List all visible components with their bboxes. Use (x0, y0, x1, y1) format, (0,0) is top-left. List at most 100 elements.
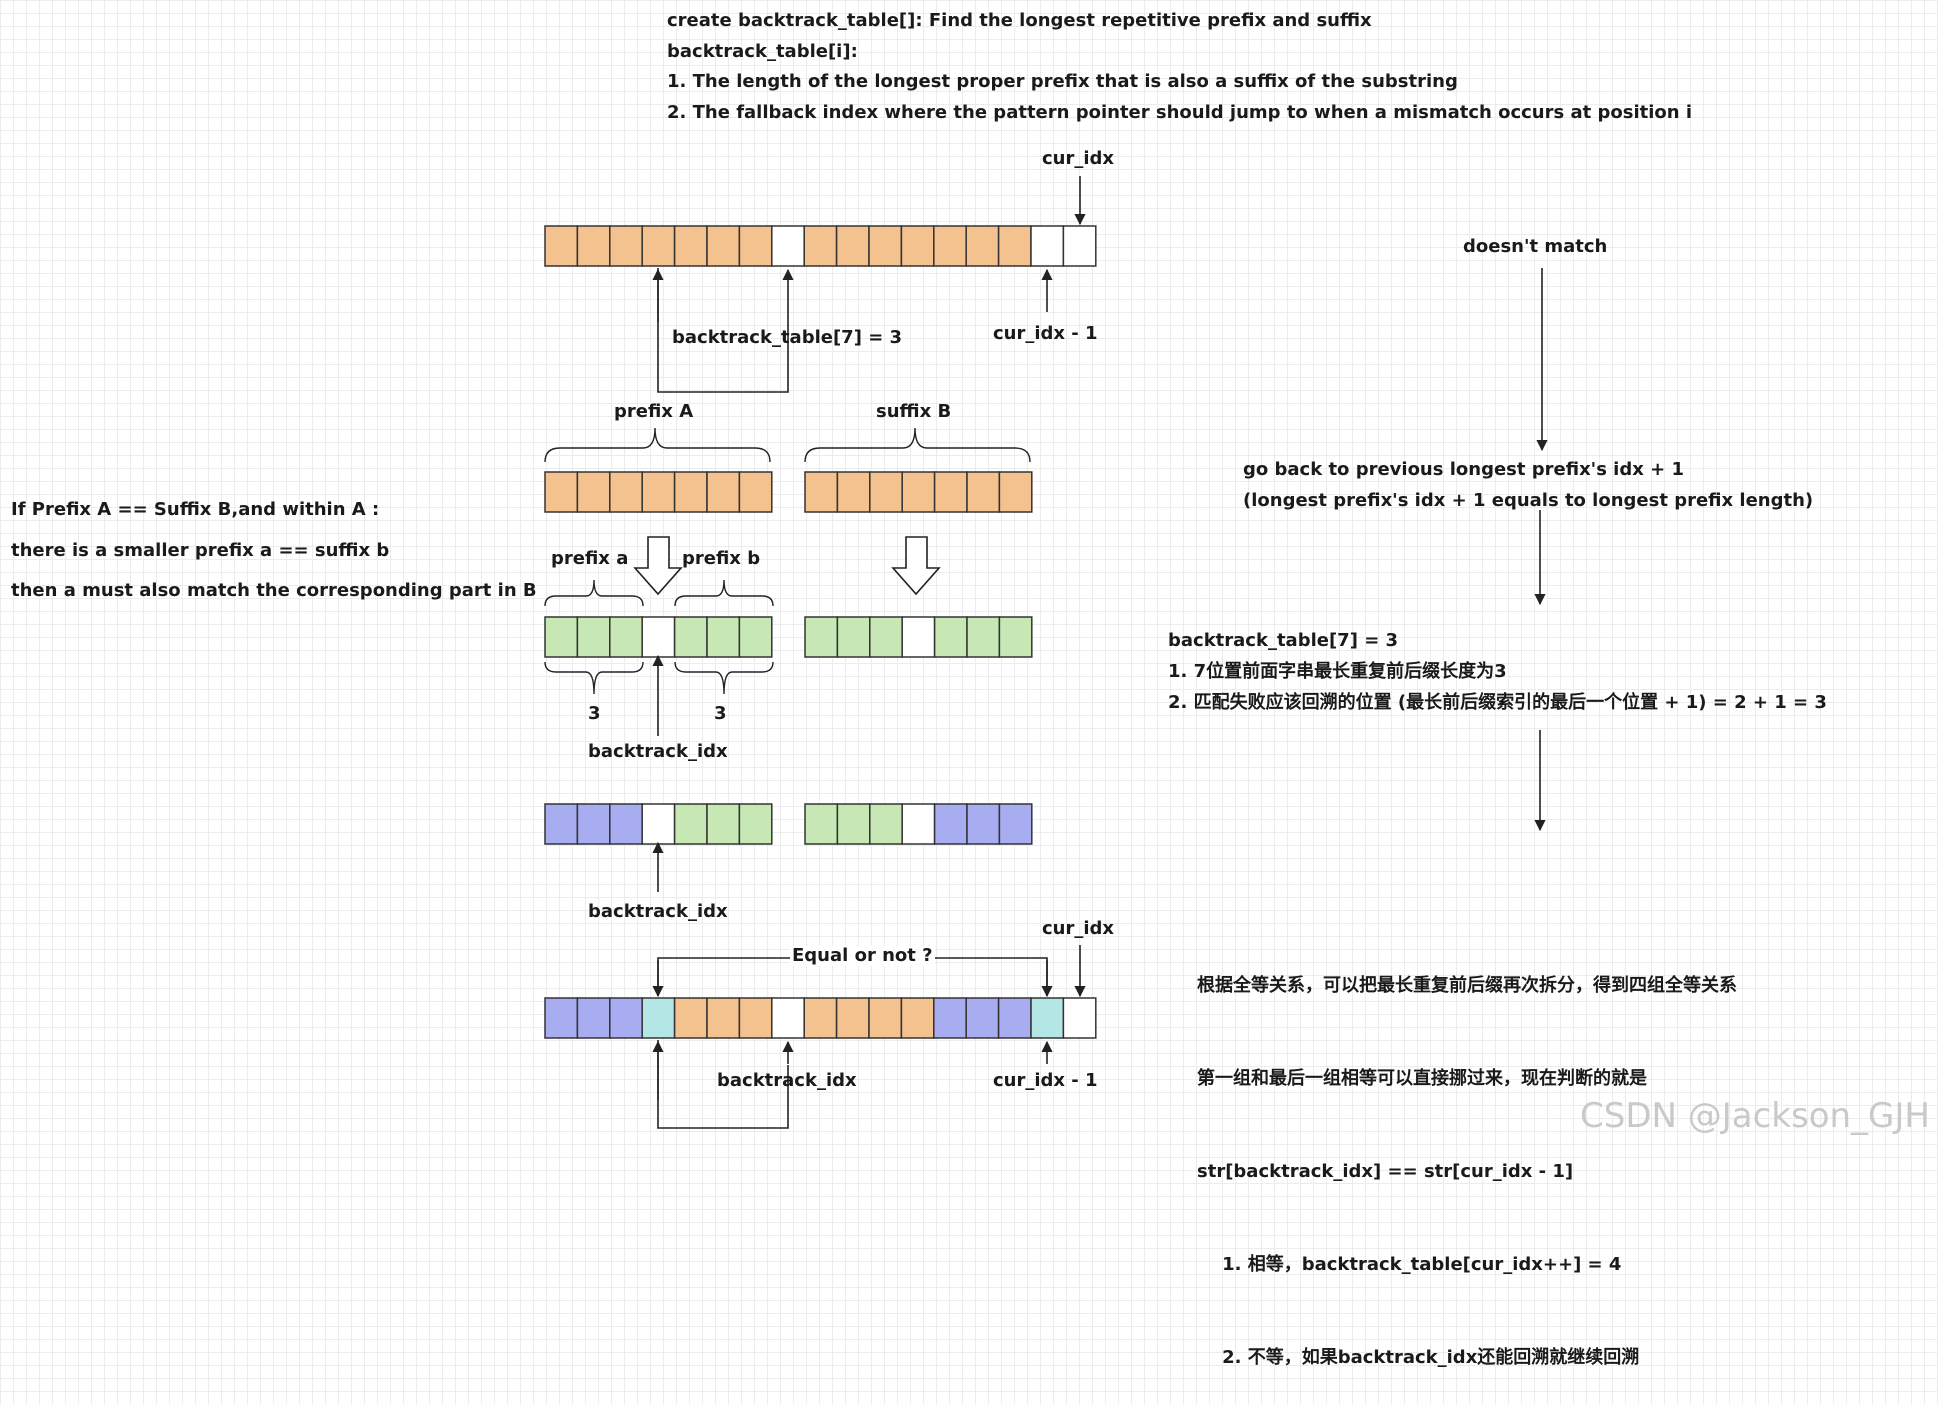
bottom-array (544, 997, 1097, 1039)
go-back-line: (longest prefix's idx + 1 equals to long… (1243, 490, 1814, 511)
array-cell-blue (609, 997, 643, 1039)
mapped-left-array (544, 803, 773, 845)
array-cell-orange (868, 997, 903, 1039)
array-cell-green (544, 616, 579, 658)
array-cell-blue (544, 997, 579, 1039)
array-cell-white (1062, 225, 1097, 267)
count-left-label: 3 (588, 703, 601, 724)
cell-arrays (544, 225, 1097, 1039)
array-cell-green (706, 803, 741, 845)
array-cell-orange (868, 225, 903, 267)
array-cell-white (771, 225, 805, 267)
backtrack-idx-label-1: backtrack_idx (588, 741, 728, 762)
array-cell-orange (544, 225, 579, 267)
array-cell-green (836, 803, 871, 845)
array-cell-green (706, 616, 741, 658)
header-text: create backtrack_table[]: Find the longe… (667, 6, 1692, 128)
array-cell-orange (901, 471, 936, 513)
chinese-note-line: str[backtrack_idx] == str[cur_idx - 1] (1197, 1161, 1574, 1182)
array-cell-orange (673, 225, 708, 267)
array-cell-green (609, 616, 643, 658)
backtrack-loop-connector (657, 268, 789, 393)
array-cell-green (933, 616, 968, 658)
array-cell-orange (966, 471, 1001, 513)
array-cell-orange (804, 471, 839, 513)
array-cell-orange (835, 997, 870, 1039)
chinese-note-line: 1. 相等，backtrack_table[cur_idx++] = 4 (1197, 1254, 1622, 1275)
array-cell-orange (576, 225, 611, 267)
array-cell-blue (933, 997, 967, 1039)
array-cell-green (673, 616, 708, 658)
array-cell-orange (836, 471, 871, 513)
prefix-A-label: prefix A (614, 401, 694, 422)
backtrack-table-label: backtrack_table[7] = 3 (672, 327, 903, 348)
array-cell-green (869, 616, 903, 658)
go-back-line: go back to previous longest prefix's idx… (1243, 459, 1684, 480)
array-cell-orange (609, 225, 643, 267)
suffix-B-label: suffix B (876, 401, 952, 422)
cur-idx-top-label: cur_idx (1042, 148, 1115, 169)
diagram-canvas (544, 176, 1548, 1129)
array-cell-orange (900, 225, 935, 267)
array-cell-blue (965, 997, 1000, 1039)
array-cell-white (1062, 997, 1097, 1039)
count-right-label: 3 (714, 703, 727, 724)
array-cell-orange (641, 471, 676, 513)
array-cell-orange (673, 471, 708, 513)
top-array (544, 225, 1097, 267)
backtrack-table-note: backtrack_table[7] = 3 1. 7位置前面字串最长重复前后缀… (1168, 625, 1827, 718)
left-note: If Prefix A == Suffix B,and within A : t… (11, 490, 537, 612)
split-right-array (804, 616, 1033, 658)
left-note-line: If Prefix A == Suffix B,and within A : (11, 499, 380, 520)
array-cell-green (804, 616, 839, 658)
array-cell-white (901, 803, 936, 845)
array-cell-white (641, 616, 676, 658)
array-cell-orange (706, 471, 741, 513)
backtrack-idx-label-2: backtrack_idx (588, 901, 728, 922)
chinese-note: 根据全等关系，可以把最长重复前后缀再次拆分，得到四组全等关系 第一组和最后一组相… (1197, 908, 1737, 1404)
mapped-right-array (804, 803, 1033, 845)
backtrack-idx-label-3: backtrack_idx (717, 1070, 857, 1091)
array-cell-orange (900, 997, 935, 1039)
prefix-A-array (544, 471, 773, 513)
array-cell-white (901, 616, 936, 658)
count-brace-right (674, 661, 774, 695)
array-cell-white (1030, 225, 1065, 267)
watermark: CSDN @Jackson_GJH (1580, 1096, 1930, 1136)
array-cell-blue (997, 997, 1032, 1039)
array-cell-orange (933, 225, 967, 267)
prefix-a-label: prefix a (551, 548, 629, 569)
array-cell-orange (609, 471, 643, 513)
suffix-B-array (804, 471, 1033, 513)
array-cell-orange (803, 997, 838, 1039)
array-cell-orange (706, 997, 741, 1039)
array-cell-blue (576, 997, 611, 1039)
array-cell-orange (673, 997, 708, 1039)
array-cell-orange (998, 471, 1033, 513)
array-cell-orange (706, 225, 741, 267)
cur-idx-bottom-label: cur_idx (1042, 918, 1115, 939)
array-cell-blue (966, 803, 1001, 845)
array-cell-cyan (1030, 997, 1065, 1039)
suffix-B-brace (804, 427, 1031, 463)
array-cell-orange (835, 225, 870, 267)
equal-or-not-label: Equal or not ? (790, 945, 935, 966)
array-cell-blue (933, 803, 968, 845)
array-cell-blue (576, 803, 611, 845)
split-left-array (544, 616, 773, 658)
prefix-A-brace (544, 427, 771, 463)
header-line: backtrack_table[i]: (667, 40, 858, 62)
cur-idx-minus-1-top-label: cur_idx - 1 (993, 323, 1098, 344)
chinese-note-line: 根据全等关系，可以把最长重复前后缀再次拆分，得到四组全等关系 (1197, 975, 1737, 996)
array-cell-orange (965, 225, 1000, 267)
header-line: 1. The length of the longest proper pref… (667, 71, 1458, 92)
array-cell-cyan (641, 997, 676, 1039)
array-cell-orange (544, 471, 579, 513)
array-cell-orange (738, 471, 773, 513)
array-cell-green (836, 616, 871, 658)
array-cell-orange (997, 225, 1032, 267)
array-cell-green (869, 803, 903, 845)
header-line: create backtrack_table[]: Find the longe… (667, 10, 1372, 31)
array-cell-green (576, 616, 611, 658)
left-note-line: then a must also match the corresponding… (11, 580, 537, 601)
